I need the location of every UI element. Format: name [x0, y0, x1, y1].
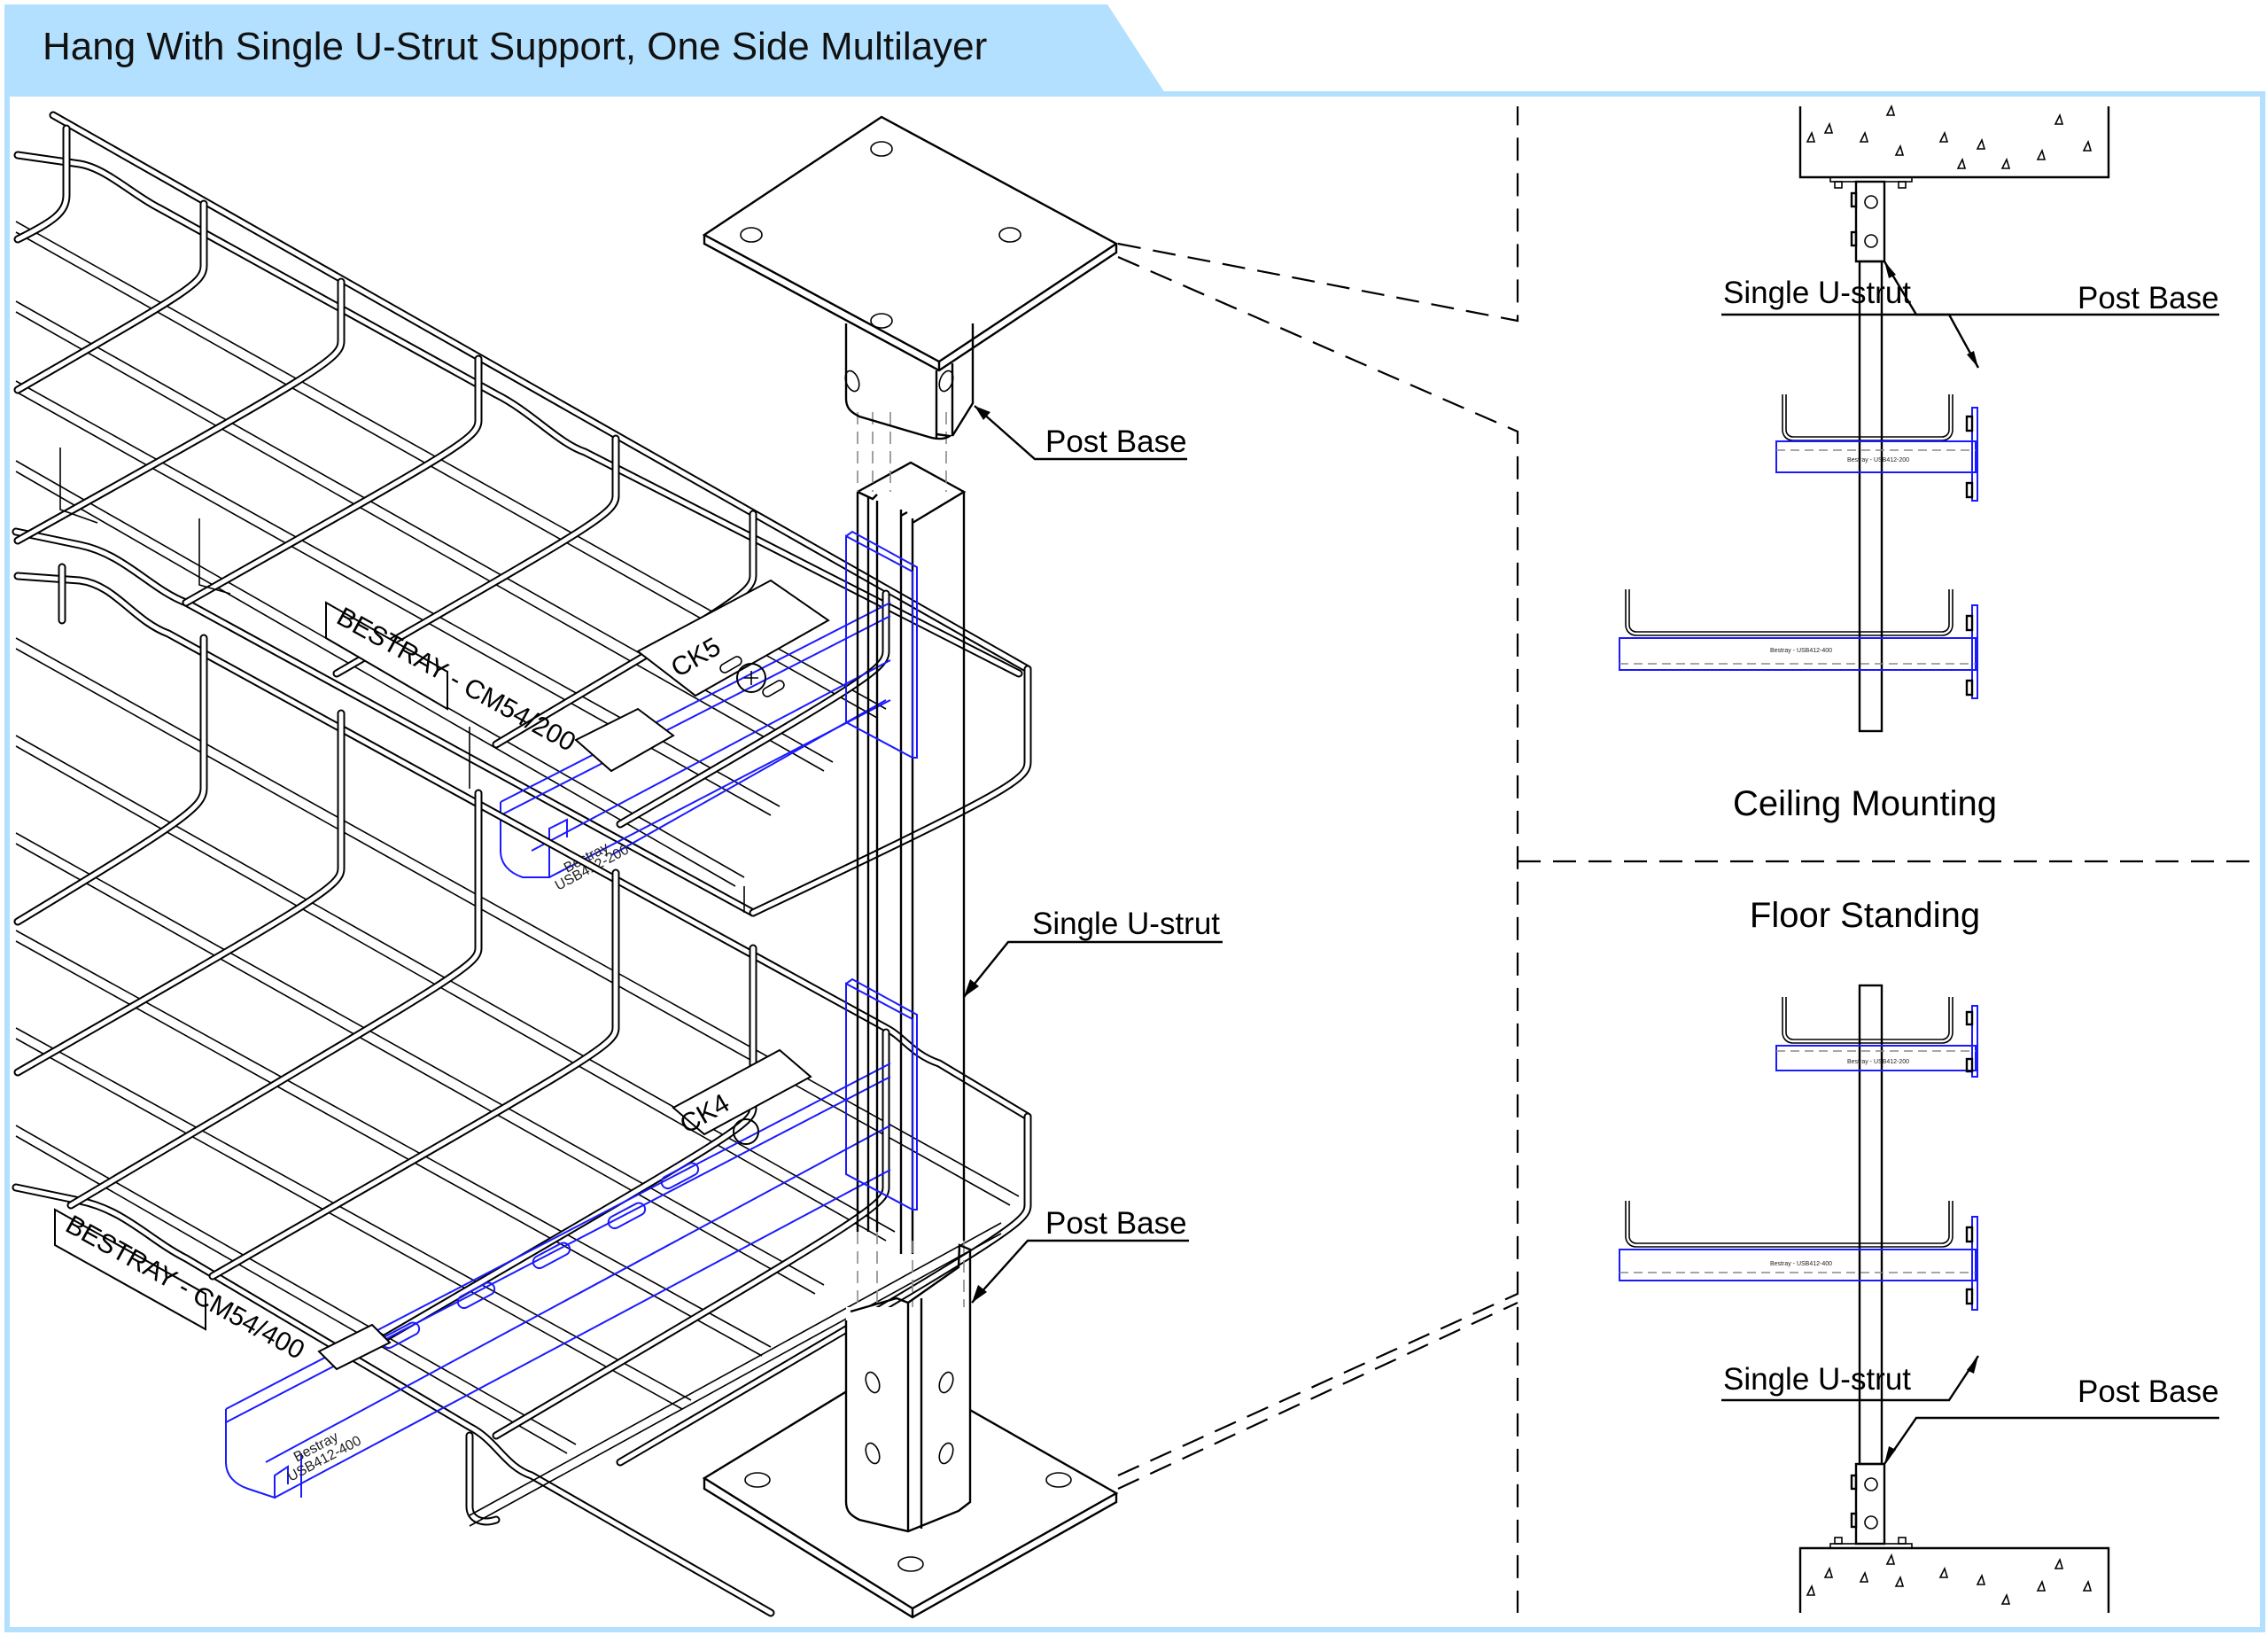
ceiling-strut-label-400: Bestray - USB412-400 — [1770, 648, 1832, 654]
floor-concrete — [1798, 1546, 2110, 1613]
clip-bolt-icon — [733, 1118, 759, 1145]
floor-strut-label-400: Bestray - USB412-400 — [1770, 1261, 1832, 1267]
ceiling-label-post-base: Post Base — [2078, 281, 2219, 315]
floor-strut-label-200: Bestray - USB412-200 — [1847, 1059, 1909, 1065]
concrete-hatch-icon — [1806, 1553, 2093, 1605]
ceiling-strut-label-200: Bestray - USB412-200 — [1847, 457, 1909, 463]
label-post-base-bottom: Post Base — [1045, 1206, 1187, 1241]
bolt-hole-icon — [938, 370, 954, 393]
drawing-frame — [4, 91, 2265, 1632]
floor-standing-view: Floor Standing Bestray - USB412-200 Best… — [1619, 896, 2219, 1613]
detail-leader-boundary — [1117, 255, 1519, 1613]
ceiling-mounting-title: Ceiling Mounting — [1733, 784, 1997, 823]
detail-leader-floor-upper — [1117, 1292, 1518, 1477]
arrow-icon — [975, 406, 990, 420]
arrow-icon — [1967, 351, 1978, 368]
arrow-icon — [972, 1285, 987, 1303]
callout-post-base-bottom: Post Base — [971, 1206, 1189, 1304]
label-post-base-top: Post Base — [1045, 424, 1187, 459]
clip-ck5: CK5 — [574, 579, 830, 773]
floor-label-post-base: Post Base — [2078, 1374, 2219, 1409]
arrow-icon — [1967, 1356, 1978, 1374]
detail-leader-floor-lower — [1117, 1302, 1518, 1490]
concrete-hatch-icon — [1806, 104, 2093, 169]
label-single-u-strut: Single U-strut — [1032, 907, 1220, 941]
tray-tag-cm54-400: BESTRAY - CM54/400 — [54, 1208, 309, 1366]
arrow-icon — [1884, 261, 1896, 278]
callout-post-base-top: Post Base — [974, 405, 1187, 461]
title-band — [4, 4, 1165, 93]
floor-standing-title: Floor Standing — [1750, 896, 1980, 935]
ceiling-mounting-view: Bestray - USB412-200 Bestray - USB412-40… — [1619, 104, 2219, 823]
callout-single-u-strut: Single U-strut — [963, 907, 1223, 998]
floor-label-single-u-strut: Single U-strut — [1723, 1362, 1911, 1397]
vertical-u-strut — [845, 412, 967, 1312]
tray-tag-text: BESTRAY - CM54/200 — [332, 602, 580, 757]
page-title: Hang With Single U-Strut Support, One Si… — [43, 25, 988, 68]
detail-leader-ceiling — [1117, 106, 1519, 323]
lower-wire-tray — [12, 563, 1032, 1617]
arrow-icon — [964, 979, 979, 997]
main-isometric-view: BESTRAY - CM54/200 Bestray USB412-200 CK… — [12, 106, 2255, 1619]
top-post-base — [702, 115, 1119, 440]
ceiling-label-single-u-strut: Single U-strut — [1723, 276, 1911, 310]
clip-bolt-icon — [736, 663, 766, 693]
arrow-icon — [1884, 1446, 1896, 1464]
ceiling-concrete — [1798, 104, 2110, 179]
bottom-post-base — [702, 1243, 1119, 1619]
